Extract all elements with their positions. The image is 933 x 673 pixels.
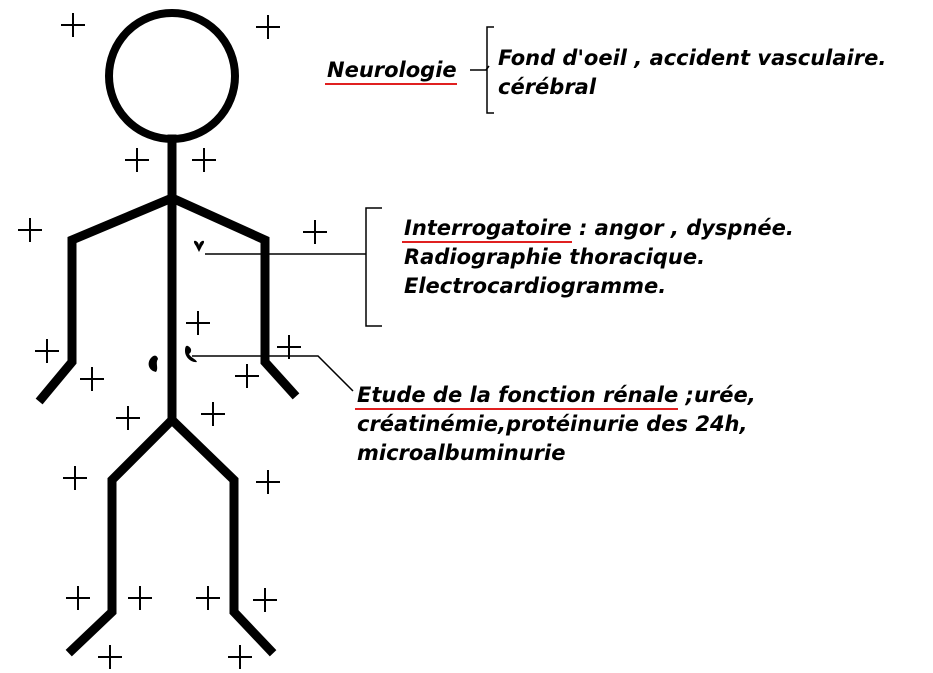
plus-icon [35,339,59,363]
cardio-heading: Interrogatoire [404,216,572,240]
figure-head [109,13,235,139]
neuro-connector [470,66,489,70]
plus-icon [201,402,225,426]
plus-icon [98,645,122,669]
heart-icon [194,241,204,252]
renal-line2: créatinémie,protéinurie des 24h, [357,410,756,439]
neuro-line2: cérébral [498,73,886,102]
plus-icon [116,406,140,430]
figure-right-leg [172,420,270,650]
plus-icon [80,367,104,391]
plus-icon [235,364,259,388]
figure-left-leg [72,420,172,650]
plus-icon [228,645,252,669]
renal-annotation: Etude de la fonction rénale ;urée, créat… [357,381,756,468]
cardio-annotation: Interrogatoire : angor , dyspnée. Radiog… [404,214,794,301]
plus-icon [61,13,85,37]
cardio-bracket [366,208,382,326]
renal-line1: Etude de la fonction rénale ;urée, [357,381,756,410]
plus-icon [128,586,152,610]
plus-icon [66,586,90,610]
neuro-heading: Neurologie [327,58,457,82]
plus-icon [256,15,280,39]
plus-icon [256,470,280,494]
cardio-line2: Radiographie thoracique. [404,243,794,272]
plus-icon [192,148,216,172]
neuro-heading-wrap: Neurologie [327,56,457,85]
cardio-line3: Electrocardiogramme. [404,272,794,301]
plus-icon [18,218,42,242]
neuro-line1: Fond d'oeil , accident vasculaire. [498,44,886,73]
figure-right-arm [172,198,293,393]
renal-heading: Etude de la fonction rénale [357,383,678,407]
plus-icon [253,588,277,612]
renal-line3: microalbuminurie [357,439,756,468]
cardio-line1-rest: : angor , dyspnée. [572,216,794,240]
neuro-annotation: Fond d'oeil , accident vasculaire. céréb… [498,44,886,102]
plus-icon [63,466,87,490]
plus-icon [303,220,327,244]
plus-icon [196,586,220,610]
cardio-line1: Interrogatoire : angor , dyspnée. [404,214,794,243]
plus-icon [125,148,149,172]
plus-icon [186,311,210,335]
renal-line1-rest: ;urée, [678,383,755,407]
neuro-bracket [487,27,494,113]
